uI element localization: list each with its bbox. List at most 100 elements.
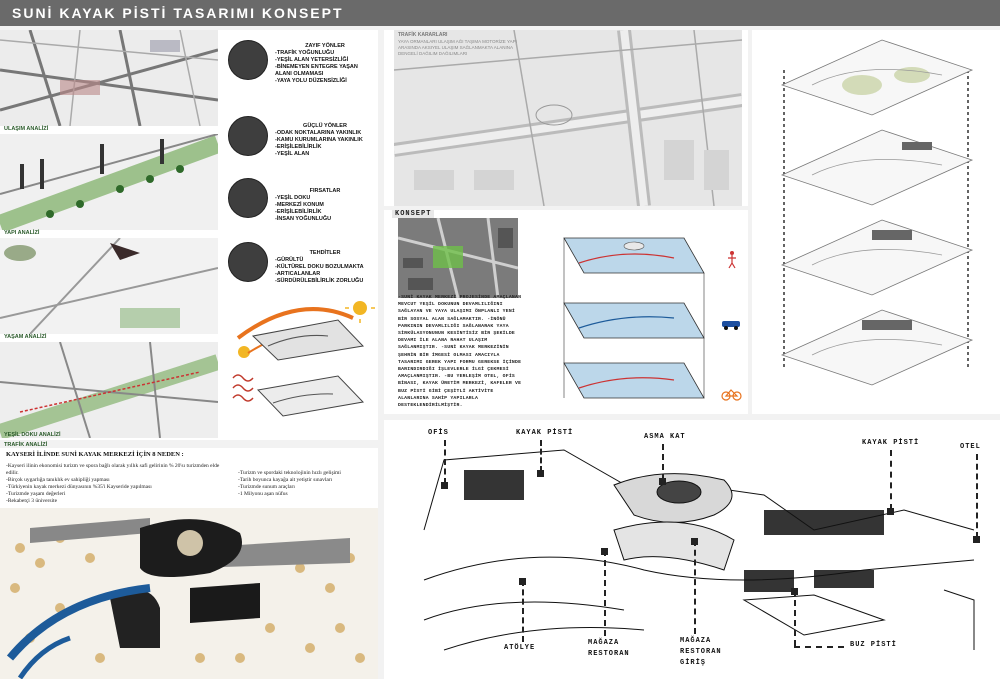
reason-item: -Tarih boyunca kayağa ait yetiştir sınav… [238,477,333,483]
leader-line [540,440,542,472]
swot-heading: TEHDİTLER [309,250,341,256]
reason-item: -Turizmde sunum araçları [238,484,295,490]
swot-item: -MERKEZİ KONUM [275,202,324,208]
leader-marker [791,588,798,595]
swot-item: -ERİŞİLEBİLİRLİK [275,209,322,215]
map-buildings-drawing [0,134,218,230]
leader-marker [887,508,894,515]
label-otel: OTEL [960,443,981,451]
swot-threats: TEHDİTLER -GÜRÜLTÜ -KÜLTÜREL DOKU BOZULM… [275,250,375,285]
map-transport-drawing [0,30,218,126]
swot-item: -YEŞİL ALAN [275,151,310,157]
leader-marker [537,470,544,477]
swot-item: -İNSAN YOĞUNLUĞU [275,216,332,222]
map-living [0,238,218,334]
label-kayak-pisti: KAYAK PİSTİ [516,429,574,437]
leader-line [522,580,524,642]
exploded-axon [780,39,974,386]
swot-strong: GÜÇLÜ YÖNLER -ODAK NOKTALARINA YAKINLIK … [275,123,375,158]
swot-item: -TRAFİK YOĞUNLUĞU [275,50,335,56]
swot-opportunities: FIRSATLAR -YEŞİL DOKU -MERKEZİ KONUM -ER… [275,188,375,223]
concept-layers [563,237,742,401]
reason-item: -Turizmde yaşam değerleri [6,491,66,497]
traffic-panel: TRAFİK KARARLARI YAYA ORMANLARI ULAŞIM A… [384,30,748,206]
section-panel: OFİS KAYAK PİSTİ ASMA KAT KAYAK PİSTİ OT… [384,420,1000,679]
swot-photo-strong [228,116,268,156]
swot-item: -ARTICALANLAR [275,271,321,277]
car-icon [722,321,740,330]
traffic-heading: TRAFİK KARARLARI [398,32,448,38]
bicycle-icon [721,389,742,401]
map-transport [0,30,218,126]
concept-text: -SUNİ KAYAK MERKEZİ PROJESİNDE AMAÇLANAN… [398,295,522,409]
leader-marker [973,536,980,543]
reasons-panel: KAYSERİ İLİNDE SUNİ KAYAK MERKEZİ İÇİN 8… [0,448,378,679]
swot-item: -YEŞİL ALAN YETERSİZLİĞİ [275,57,349,63]
swot-item: -ERİŞİLEBİLİRLİK [275,144,322,150]
map-label-1: ULAŞIM ANALİZİ [4,126,49,132]
map-buildings [0,134,218,230]
label-atolye: ATÖLYE [504,644,536,652]
leader-line [890,450,892,510]
leader-line [662,444,664,480]
map-label-4: YEŞİL DOKU ANALİZİ [4,432,61,438]
map-label-2: YAPI ANALİZİ [4,230,40,236]
reasons-heading: KAYSERİ İLİNDE SUNİ KAYAK MERKEZİ İÇİN 8… [6,451,184,458]
swot-item: -ODAK NOKTALARINA YAKINLIK [275,130,362,136]
leader-line [444,440,446,484]
label-magaza-restoran-giris: MAĞAZA RESTORAN GİRİŞ [680,637,722,667]
map-label-3: YAŞAM ANALİZİ [4,334,47,340]
label-asma-kat: ASMA KAT [644,433,686,441]
swot-item: -KAMU KURUMLARINA YAKINLIK [275,137,363,143]
leader-line [794,646,844,648]
swot-photo-opportunities [228,178,268,218]
swot-heading: FIRSATLAR [309,188,341,194]
swot-item: -BİNEMEYEN ENTEGRE YAŞAN ALANI OLMAMASI [275,64,358,77]
concept-heading: KONSEPT [392,210,435,218]
map-green [0,342,218,438]
map-label-5: TRAFİK ANALİZİ [4,442,48,448]
leader-marker [659,478,666,485]
label-magaza-restoran: MAĞAZA RESTORAN [588,639,630,658]
label-kayak-pisti-2: KAYAK PİSTİ [862,439,920,447]
map-living-drawing [0,238,218,334]
reason-item: -Kayseri ilinin ekonomisi turizm ve spor… [6,463,220,476]
title-bar: SUNİ KAYAK PİSTİ TASARIMI KONSEPT [0,0,1000,26]
reasons-left: -Kayseri ilinin ekonomisi turizm ve spor… [6,463,226,505]
exploded-axon-panel [752,30,1000,414]
swot-heading: GÜÇLÜ YÖNLER [303,123,347,129]
leader-marker [519,578,526,585]
reason-item: -Birçok uygarlığa tanıklık ev sahipliği … [6,477,110,483]
leader-marker [691,538,698,545]
reason-item: -Turizm ve spordaki teknolojinin hızlı g… [238,470,341,476]
analysis-panel: ULAŞIM ANALİZİ YAPI ANALİZİ YAŞAM ANALİZ… [0,30,378,440]
leader-marker [441,482,448,489]
map-green-drawing [0,342,218,438]
leader-line [976,454,978,538]
pedestrian-icon [728,251,736,269]
label-ofis: OFİS [428,429,449,437]
concept-panel: KONSEPT -SUNİ KAYAK MERKEZİ PROJESİNDE A… [384,210,748,414]
page-title: SUNİ KAYAK PİSTİ TASARIMI KONSEPT [12,5,344,21]
model-photo [0,508,378,679]
leader-line [794,590,796,646]
swot-item: -YAYA YOLU DÜZENSİZLİĞİ [275,78,347,84]
traffic-text: YAYA ORMANLARI ULAŞIM AĞI TAŞIMA MOTORİZ… [398,39,517,56]
swot-photo-threats [228,242,268,282]
swot-item: -GÜRÜLTÜ [275,257,304,263]
reason-item: -Rekabetçi 3 üniversite [6,498,58,504]
climate-diagram [232,301,375,417]
traffic-map [394,30,742,206]
reasons-right: -Turizm ve spordaki teknolojinin hızlı g… [238,470,373,498]
swot-item: -SÜRDÜRÜLEBİLİRLİK ZORLUĞU [275,278,364,284]
reason-item: -Türkiyenin kayak merkezi dünyasının %35… [6,484,152,490]
leader-marker [601,548,608,555]
swot-photo-weak [228,40,268,80]
sun-icon [238,301,375,358]
section-drawing [423,449,975,651]
swot-weak: ZAYIF YÖNLER -TRAFİK YOĞUNLUĞU -YEŞİL AL… [275,43,375,85]
swot-item: -KÜLTÜREL DOKU BOZULMAKTA [275,264,364,270]
label-buz-pisti: BUZ PİSTİ [850,641,897,649]
swot-item: -YEŞİL DOKU [275,195,311,201]
reason-item: -1 Milyonu aşan nüfus [238,491,288,497]
